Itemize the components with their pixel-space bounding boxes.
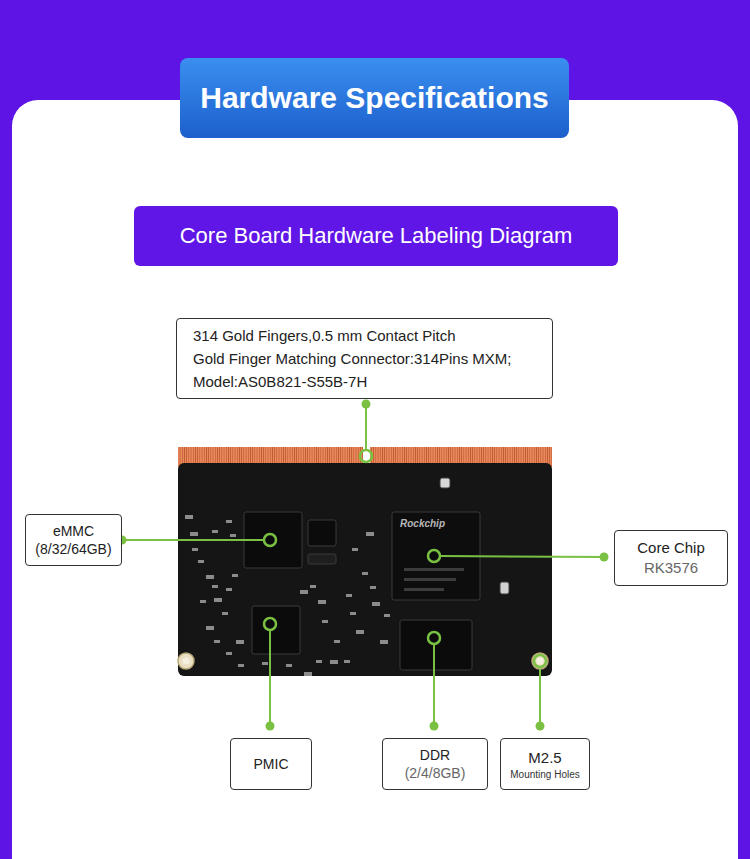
mounting-hole [183, 658, 190, 665]
smd-component [226, 520, 232, 523]
callout-detail: Mounting Holes [510, 768, 579, 781]
leader-ring [428, 550, 440, 562]
smd-component [226, 652, 232, 655]
leader-dot [600, 553, 609, 562]
smd-component [212, 585, 218, 588]
callout-detail: (8/32/64GB) [35, 540, 111, 558]
callout-title: PMIC [254, 755, 289, 773]
callout-box: eMMC(8/32/64GB) [25, 514, 122, 566]
chip-brand: Rockchip [400, 518, 445, 529]
ic-chip [308, 520, 336, 546]
mounting-hole [178, 653, 194, 669]
chip-marking [404, 578, 456, 581]
pcb-board [178, 463, 552, 676]
smd-component [214, 640, 220, 643]
smd-component [236, 640, 244, 644]
callout-title: DDR [420, 746, 450, 764]
leader-ring [534, 655, 546, 667]
smd-component [352, 548, 358, 551]
smd-component [304, 672, 312, 676]
mounting-hole [178, 653, 194, 669]
smd-component [190, 532, 198, 536]
smd-component [356, 630, 364, 634]
smd-component [226, 588, 232, 591]
callout-title: Core Board Hardware Labeling Diagram [180, 223, 573, 249]
callout-box: M2.5Mounting Holes [500, 738, 590, 790]
leader-line [433, 644, 435, 726]
chip-marking [404, 588, 444, 591]
leader-ring [264, 534, 276, 546]
smd-component [370, 586, 376, 589]
leader-ring [360, 450, 372, 462]
leader-line [539, 669, 541, 726]
pmic-chip [252, 606, 300, 654]
smd-component [316, 660, 322, 663]
smd-component [232, 574, 238, 577]
smd-component [212, 530, 218, 533]
smd-component [262, 662, 268, 665]
smd-component [300, 590, 308, 594]
smd-component [286, 664, 292, 667]
callout-box: Core ChipRK3576 [614, 530, 728, 586]
ic-chip [308, 554, 336, 564]
smd-component [192, 548, 198, 551]
callout-detail: Model:AS0B821-S55B-7H [193, 370, 367, 393]
leader-dot [430, 722, 439, 731]
leader-dot [266, 722, 275, 731]
smd-component [334, 640, 340, 643]
callout-box: PMIC [230, 738, 312, 790]
smd-component [384, 614, 390, 617]
smd-component [222, 612, 228, 615]
leader-line [365, 404, 367, 450]
smd-component [346, 594, 352, 597]
smd-component [318, 600, 326, 604]
smd-component [372, 602, 380, 606]
callout-detail: (2/4/8GB) [405, 764, 466, 782]
callout-title: M2.5 [528, 748, 561, 768]
leader-dot [536, 722, 545, 731]
smd-component [206, 626, 214, 630]
smd-component [380, 640, 388, 644]
smd-component [214, 598, 222, 602]
leader-ring [264, 618, 276, 630]
leader-line [122, 539, 264, 541]
smd-component [350, 612, 356, 615]
smd-component [200, 600, 206, 603]
smd-component [322, 620, 328, 623]
smd-component [362, 572, 368, 575]
subtitle-banner: Core Board Hardware Labeling Diagram [134, 206, 618, 266]
ic-chip [500, 582, 509, 594]
mounting-hole [537, 658, 544, 665]
callout-title: 314 Gold Fingers,0.5 mm Contact Pitch [193, 324, 456, 347]
smd-component [310, 585, 316, 588]
title-pill: Hardware Specifications [180, 58, 569, 138]
smd-component [330, 660, 338, 664]
leader-line [440, 556, 604, 557]
smd-component [344, 660, 350, 663]
smd-component [238, 664, 244, 667]
chip-marking [404, 568, 464, 571]
ic-chip [440, 478, 450, 488]
callout-box: DDR(2/4/8GB) [382, 738, 488, 790]
leader-ring [428, 632, 440, 644]
smd-component [185, 515, 193, 519]
page-title: Hardware Specifications [200, 81, 548, 115]
spec-box: 314 Gold Fingers,0.5 mm Contact PitchGol… [176, 318, 553, 399]
smd-component [366, 532, 374, 536]
smd-component [198, 560, 204, 563]
callout-detail: Gold Finger Matching Connector:314Pins M… [193, 347, 511, 370]
smd-component [230, 534, 236, 537]
callout-title: eMMC [53, 522, 94, 540]
leader-line [269, 630, 271, 726]
callout-detail: RK3576 [644, 558, 698, 578]
mounting-hole [532, 653, 548, 669]
smd-component [206, 575, 214, 579]
callout-title: Core Chip [637, 538, 705, 558]
mounting-hole [532, 653, 548, 669]
leader-dot [362, 400, 371, 409]
ddr-chip [400, 620, 472, 670]
